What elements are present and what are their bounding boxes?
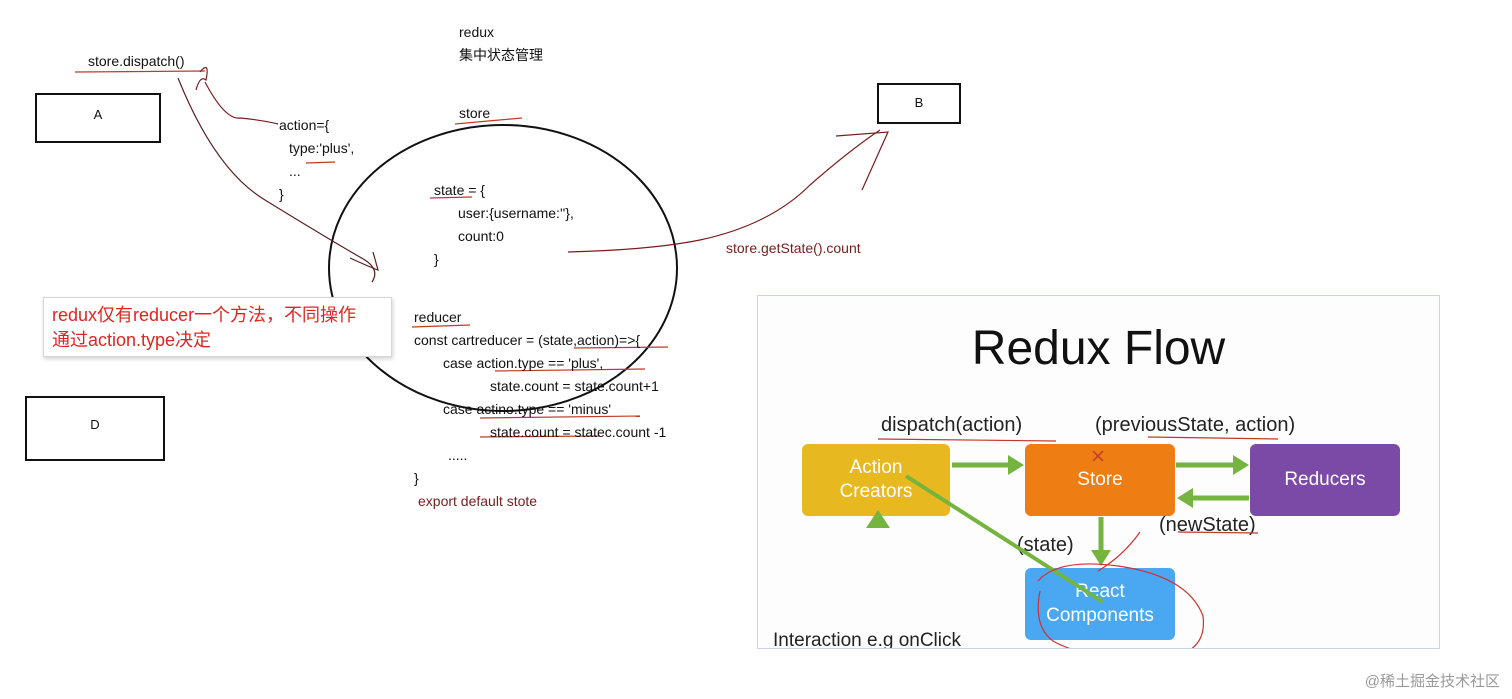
action-line-1: action={ bbox=[279, 117, 330, 133]
reducer-line-8: } bbox=[414, 470, 419, 486]
box-b-label: B bbox=[914, 95, 924, 110]
action-creators-box: Action Creators bbox=[802, 444, 950, 516]
flow-arrows bbox=[866, 436, 1279, 648]
label-interaction: Interaction e.g onClick bbox=[773, 630, 961, 649]
react-components-line-2: Components bbox=[1046, 605, 1154, 626]
redux-flow-panel: Redux Flow dispatch(action) (previousSta… bbox=[757, 295, 1440, 649]
reducer-line-7: ..... bbox=[448, 447, 468, 463]
action-line-2: type:'plus', bbox=[289, 140, 355, 156]
box-b: B bbox=[877, 83, 961, 124]
action-creators-line-2: Creators bbox=[839, 481, 913, 502]
reducer-line-1: reducer bbox=[414, 309, 462, 325]
watermark: @稀土掘金技术社区 bbox=[1364, 673, 1500, 690]
state-line-2: user:{username:''}, bbox=[458, 205, 574, 221]
callout-line-2: 通过action.type决定 bbox=[52, 330, 212, 350]
dispatch-label: store.dispatch() bbox=[88, 53, 185, 69]
store-box-label: Store bbox=[1077, 469, 1123, 490]
reducer-line-5: case actino.type == 'minus' bbox=[443, 401, 611, 417]
react-components-box: React Components bbox=[1025, 568, 1175, 640]
label-dispatch: dispatch(action) bbox=[881, 414, 1023, 436]
heading-redux: redux bbox=[459, 24, 495, 40]
reducer-line-2: const cartreducer = (state,action)=>{ bbox=[414, 332, 641, 348]
label-new-state: (newState) bbox=[1159, 514, 1256, 536]
state-line-3: count:0 bbox=[458, 228, 504, 244]
state-line-1: state = { bbox=[434, 182, 485, 198]
action-creators-line-1: Action bbox=[849, 457, 903, 478]
action-line-4: } bbox=[279, 186, 284, 202]
redux-flow-title: Redux Flow bbox=[971, 322, 1226, 375]
store-label: store bbox=[459, 105, 491, 121]
callout-note: redux仅有reducer一个方法，不同操作 通过action.type决定 bbox=[43, 297, 392, 357]
reducer-line-6: state.count = statec.count -1 bbox=[490, 424, 667, 440]
reducer-line-4: state.count = state.count+1 bbox=[490, 378, 659, 394]
reducers-box: Reducers bbox=[1250, 444, 1400, 516]
store-circle bbox=[328, 124, 678, 412]
label-state: (state) bbox=[1017, 534, 1074, 556]
state-line-4: } bbox=[434, 251, 439, 267]
callout-line-1: redux仅有reducer一个方法，不同操作 bbox=[52, 305, 357, 325]
store-box: Store bbox=[1025, 444, 1175, 516]
reducers-box-label: Reducers bbox=[1284, 469, 1366, 490]
box-a: A bbox=[35, 93, 161, 143]
getstate-label: store.getState().count bbox=[726, 240, 861, 256]
label-previous-state: (previousState, action) bbox=[1095, 414, 1296, 436]
box-d-label: D bbox=[90, 417, 100, 432]
action-line-3: ... bbox=[289, 163, 301, 179]
export-label: export default stote bbox=[418, 493, 538, 509]
box-d: D bbox=[25, 396, 165, 461]
reducer-line-3: case action.type == 'plus', bbox=[443, 355, 604, 371]
react-components-line-1: React bbox=[1075, 581, 1125, 602]
box-a-label: A bbox=[93, 107, 103, 122]
heading-subtitle: 集中状态管理 bbox=[459, 47, 543, 63]
